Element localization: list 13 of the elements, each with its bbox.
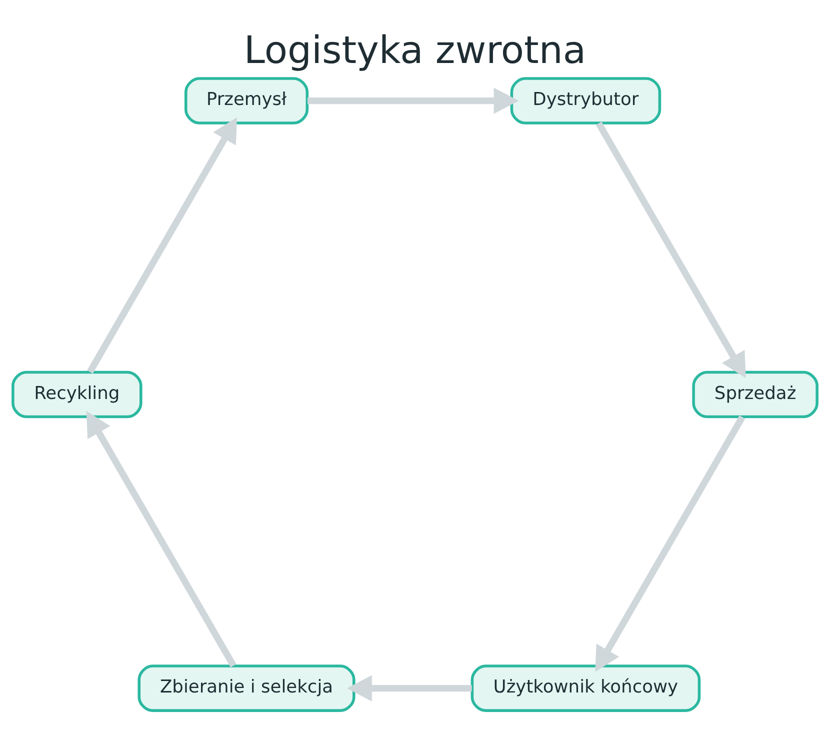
node-box: Sprzedaż (692, 370, 818, 418)
arrow (308, 87, 519, 114)
arrow (87, 116, 238, 374)
node-box: Użytkownik końcowy (470, 664, 701, 712)
node-box: Przemysł (184, 76, 309, 124)
diagram-title: Logistyka zwrotna (244, 28, 586, 72)
node-box: Zbieranie i selekcja (138, 664, 356, 712)
arrow (346, 674, 472, 701)
arrow (595, 414, 746, 672)
arrow (596, 121, 746, 378)
arrow (86, 410, 236, 667)
node-box: Dystrybutor (510, 76, 662, 124)
node-box: Recykling (12, 370, 142, 418)
